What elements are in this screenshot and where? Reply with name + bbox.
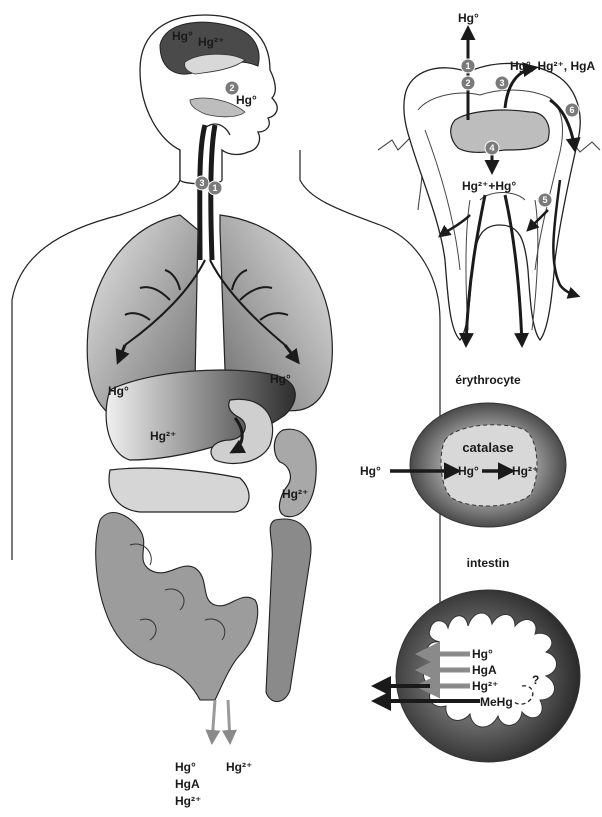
head-label-hg2: Hg²⁺ bbox=[198, 35, 224, 49]
intestines bbox=[109, 468, 249, 512]
tooth-illustration: 1 2 3 4 5 6 Hg° Hg°, Hg²⁺, HgA Hg²⁺+Hg° bbox=[378, 11, 600, 345]
erythrocyte-input-label: Hg° bbox=[360, 464, 381, 478]
tooth-marker-2: 2 bbox=[461, 76, 475, 90]
svg-text:6: 6 bbox=[569, 105, 574, 115]
tooth-marker-5: 5 bbox=[538, 193, 552, 207]
kidney bbox=[274, 429, 316, 516]
tooth-marker-4: 4 bbox=[485, 141, 499, 155]
svg-text:5: 5 bbox=[542, 195, 547, 205]
head-label-hg0: Hg° bbox=[172, 29, 193, 43]
svg-text:2: 2 bbox=[465, 78, 470, 88]
intestine-question: ? bbox=[532, 673, 539, 687]
tooth-marker-3: 3 bbox=[495, 76, 509, 90]
svg-text:1: 1 bbox=[212, 183, 217, 193]
excretion-hg2: Hg²⁺ bbox=[175, 794, 201, 808]
intestine-caption: intestin bbox=[467, 556, 510, 570]
erythrocyte-panel: érythrocyte catalase Hg° Hg° Hg²⁺ bbox=[360, 373, 566, 527]
tooth-outline bbox=[404, 63, 580, 340]
body-marker-1: 1 bbox=[208, 181, 222, 195]
tooth-marker-6: 6 bbox=[565, 103, 579, 117]
intestine-panel: intestin Hg° HgA Hg²⁺ MeHg ? bbox=[375, 556, 580, 762]
erythrocyte-inner-right: Hg²⁺ bbox=[512, 464, 538, 478]
svg-text:2: 2 bbox=[229, 83, 234, 93]
airway-label: Hg° bbox=[236, 93, 257, 107]
intestine-hga: HgA bbox=[472, 663, 497, 677]
erythrocyte-inner-left: Hg° bbox=[458, 464, 479, 478]
erythrocyte-caption: érythrocyte bbox=[455, 373, 521, 387]
intestine-hg0: Hg° bbox=[472, 647, 493, 661]
intestine-hg2: Hg²⁺ bbox=[472, 679, 498, 693]
tooth-marker-1: 1 bbox=[461, 59, 475, 73]
intestine-mehg: MeHg bbox=[480, 695, 513, 709]
svg-text:1: 1 bbox=[465, 61, 470, 71]
tooth-species-label: Hg°, Hg²⁺, HgA bbox=[510, 59, 595, 73]
catalase-label: catalase bbox=[462, 440, 513, 455]
kidney-label: Hg²⁺ bbox=[282, 487, 308, 501]
lung-right-label: Hg° bbox=[270, 372, 291, 386]
excretion-hga: HgA bbox=[175, 777, 200, 791]
tooth-top-label: Hg° bbox=[458, 11, 479, 25]
body-illustration: 2 3 1 Hg° Hg²⁺ Hg° Hg° Hg° Hg²⁺ Hg²⁺ Hg°… bbox=[12, 15, 440, 808]
excretion-hg0: Hg° bbox=[175, 760, 196, 774]
svg-text:4: 4 bbox=[489, 143, 494, 153]
svg-text:3: 3 bbox=[499, 78, 504, 88]
amalgam-filling bbox=[451, 110, 549, 152]
excretion-right-hg2: Hg²⁺ bbox=[226, 760, 252, 774]
tooth-pulp-label: Hg²⁺+Hg° bbox=[462, 179, 516, 193]
lung-left-label: Hg° bbox=[108, 384, 129, 398]
svg-text:3: 3 bbox=[199, 178, 204, 188]
body-marker-3: 3 bbox=[195, 176, 209, 190]
liver-label: Hg²⁺ bbox=[150, 429, 176, 443]
